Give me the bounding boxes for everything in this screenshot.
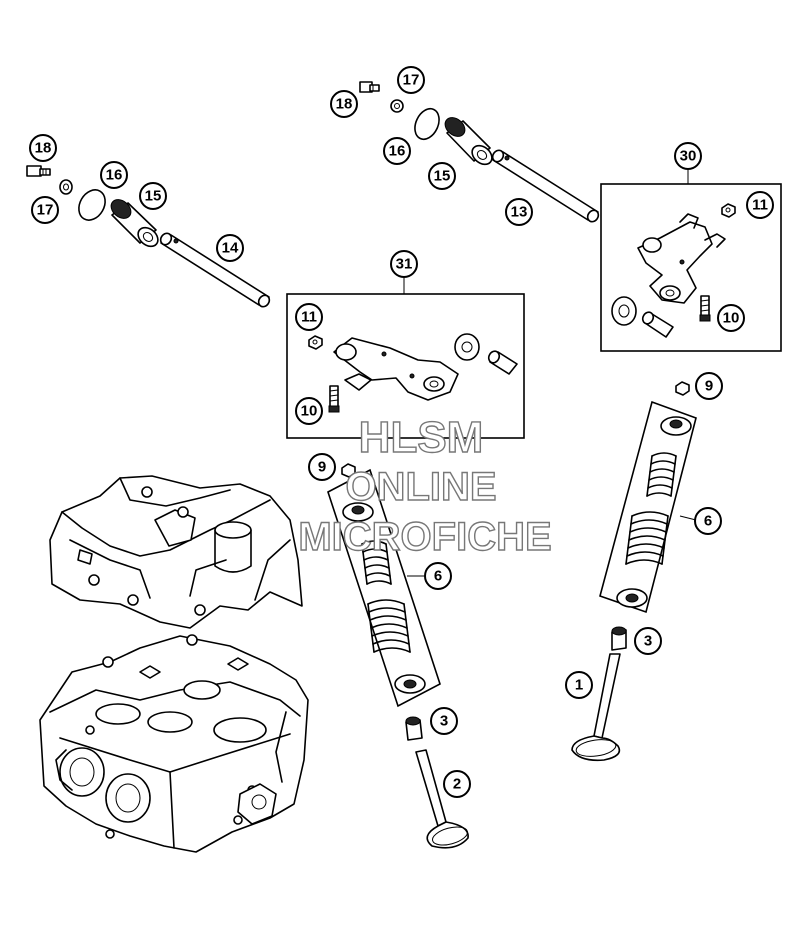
bolt-part — [26, 165, 51, 177]
roller-part — [611, 296, 637, 326]
svg-text:11: 11 — [301, 309, 317, 326]
watermark-line-1: HLSM — [359, 413, 484, 462]
spring-seat-part — [616, 588, 648, 608]
svg-text:2: 2 — [453, 776, 461, 793]
callout-31: 31 — [390, 250, 418, 278]
outer-spring-part — [367, 599, 411, 653]
spring-retainer-part — [342, 502, 374, 522]
washer-part — [390, 99, 404, 113]
right-valve-spring-group — [571, 381, 697, 762]
middle-valve-spring-group — [327, 463, 469, 849]
svg-text:15: 15 — [145, 188, 162, 205]
rocker-arm-part — [637, 213, 726, 304]
callout-11-mid: 11 — [295, 303, 323, 331]
callout-2: 2 — [443, 770, 471, 798]
svg-text:6: 6 — [434, 568, 442, 585]
callout-9-mid: 9 — [308, 453, 336, 481]
svg-text:13: 13 — [511, 204, 528, 221]
callout-3-mid: 3 — [430, 707, 458, 735]
rocker-arm-part — [333, 337, 459, 401]
watermark-line-3: MICROFICHE — [298, 515, 551, 559]
valve-stem-seal-part — [611, 626, 627, 651]
svg-text:30: 30 — [680, 148, 697, 165]
spring-retainer-part — [660, 416, 692, 436]
right-rocker-shaft-group — [359, 81, 600, 223]
svg-text:31: 31 — [396, 256, 413, 273]
svg-text:11: 11 — [752, 197, 768, 214]
svg-text:3: 3 — [644, 633, 652, 650]
svg-text:16: 16 — [106, 167, 123, 184]
valve-spring-kit-frame — [599, 400, 697, 614]
left-rocker-shaft-group — [26, 165, 271, 308]
intake-valve-part — [571, 653, 621, 762]
callout-1: 1 — [565, 671, 593, 699]
rocker-shaft-part — [491, 149, 600, 223]
bolt-part — [359, 81, 380, 93]
o-ring-part — [414, 107, 440, 141]
bushing-part — [444, 117, 493, 166]
callout-13: 13 — [505, 198, 533, 226]
callout-17-left: 17 — [31, 196, 59, 224]
washer-part — [59, 179, 73, 195]
callout-6-mid: 6 — [424, 562, 452, 590]
adjusting-screw-part — [699, 295, 711, 322]
svg-text:18: 18 — [336, 96, 353, 113]
callout-15-right: 15 — [428, 162, 456, 190]
svg-text:9: 9 — [705, 378, 713, 395]
pin-part — [487, 350, 518, 375]
valve-cotter-nut-part — [341, 463, 356, 478]
svg-text:17: 17 — [403, 72, 420, 89]
pin-part — [641, 311, 674, 338]
svg-text:3: 3 — [440, 713, 448, 730]
callout-16-left: 16 — [100, 161, 128, 189]
callout-16-right: 16 — [383, 137, 411, 165]
spring-seat-part — [394, 674, 426, 694]
rocker-shaft-part — [159, 232, 271, 308]
outer-spring-part — [625, 511, 669, 565]
callout-10-mid: 10 — [295, 397, 323, 425]
callout-9-right: 9 — [695, 372, 723, 400]
watermark-line-2: ONLINE — [345, 465, 496, 509]
svg-text:9: 9 — [318, 459, 326, 476]
bushing-part — [110, 199, 159, 248]
callout-30: 30 — [674, 142, 702, 170]
svg-text:14: 14 — [222, 240, 239, 257]
svg-text:15: 15 — [434, 168, 451, 185]
exhaust-valve-part — [415, 749, 469, 849]
inner-spring-part — [361, 540, 392, 585]
nut-part — [721, 203, 736, 218]
callout-15-left: 15 — [139, 182, 167, 210]
callout-10-right: 10 — [717, 304, 745, 332]
svg-text:17: 17 — [37, 202, 54, 219]
callout-17-right: 17 — [397, 66, 425, 94]
svg-text:6: 6 — [704, 513, 712, 530]
rocker-arm-kit-box-31 — [286, 278, 525, 439]
callout-14: 14 — [216, 234, 244, 262]
callout-6-right: 6 — [694, 507, 722, 535]
svg-text:1: 1 — [575, 677, 583, 694]
o-ring-part — [78, 189, 106, 221]
svg-text:10: 10 — [723, 310, 740, 327]
valve-cotter-nut-part — [675, 381, 690, 396]
callout-11-right: 11 — [746, 191, 774, 219]
cylinder-head-part — [39, 634, 309, 853]
rocker-arm-kit-box-30 — [600, 170, 782, 352]
adjusting-screw-part — [328, 385, 340, 413]
svg-text:10: 10 — [301, 403, 318, 420]
svg-text:16: 16 — [389, 143, 406, 160]
callout-18-right: 18 — [330, 90, 358, 118]
roller-part — [454, 333, 480, 361]
valve-stem-seal-part — [405, 716, 423, 741]
callout-3-right: 3 — [634, 627, 662, 655]
cylinder-head-cover-part — [49, 475, 303, 629]
nut-part — [308, 335, 323, 350]
callout-18-left: 18 — [29, 134, 57, 162]
watermark: HLSM ONLINE MICROFICHE — [298, 412, 553, 559]
inner-spring-part — [646, 452, 677, 497]
svg-text:18: 18 — [35, 140, 52, 157]
